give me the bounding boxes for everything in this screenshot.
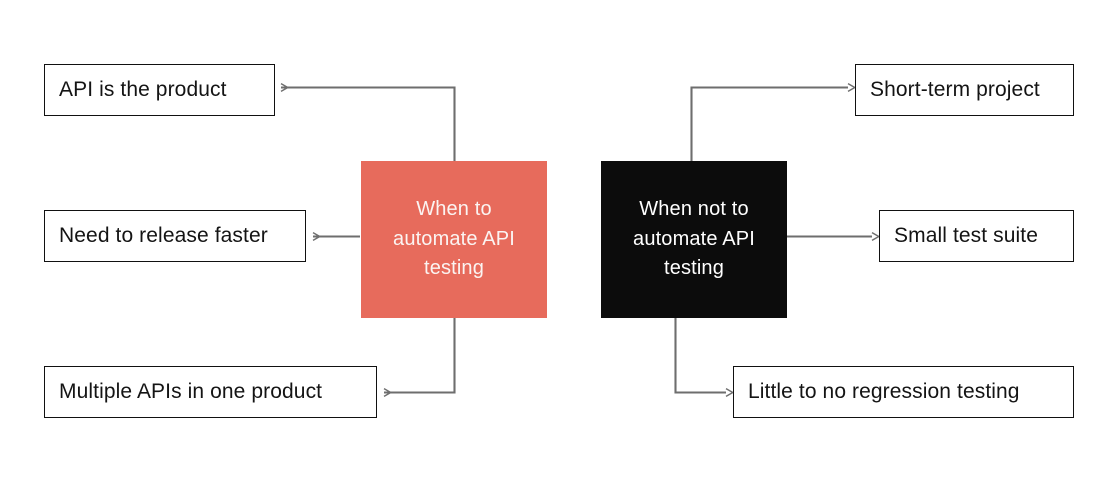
- node-small-test-suite[interactable]: Small test suite: [879, 210, 1074, 262]
- node-label: Need to release faster: [59, 223, 268, 247]
- node-multiple-apis-in-one-product[interactable]: Multiple APIs in one product: [44, 366, 377, 418]
- node-label: Short-term project: [870, 77, 1040, 101]
- connector-to-short-term-project: [690, 88, 849, 161]
- node-label: Little to no regression testing: [748, 379, 1020, 403]
- node-label: Multiple APIs in one product: [59, 379, 323, 403]
- hub-when-not-to-automate-api-testing[interactable]: When not to automate API testing: [601, 161, 787, 318]
- node-label: API is the product: [59, 77, 227, 101]
- hub-when-to-automate-api-testing[interactable]: When to automate API testing: [361, 161, 547, 318]
- node-short-term-project[interactable]: Short-term project: [855, 64, 1074, 116]
- connector-to-multiple-apis: [384, 318, 456, 393]
- connector-to-little-to-no-regression: [674, 318, 727, 393]
- node-label: Small test suite: [894, 223, 1038, 247]
- hub-label: When to automate API testing: [393, 198, 515, 280]
- node-need-to-release-faster[interactable]: Need to release faster: [44, 210, 306, 262]
- node-little-to-no-regression-testing[interactable]: Little to no regression testing: [733, 366, 1074, 418]
- hub-label: When not to automate API testing: [633, 198, 755, 280]
- node-api-is-the-product[interactable]: API is the product: [44, 64, 275, 116]
- connector-to-api-is-the-product: [281, 88, 456, 161]
